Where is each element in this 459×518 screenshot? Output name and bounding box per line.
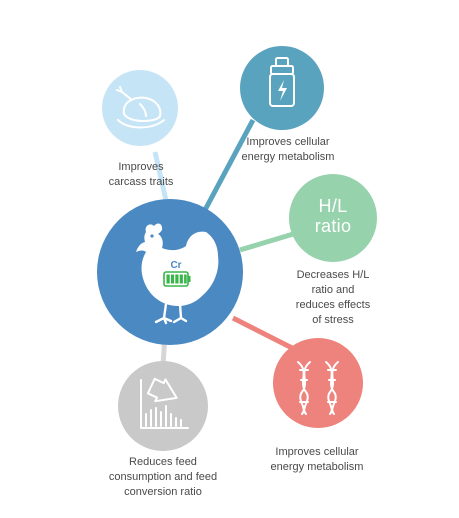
cr-badge: Cr [170,260,181,271]
connector-ratio [239,229,301,253]
battery-bottle-icon [269,57,295,107]
ratio-title-line1: H/L [318,196,348,216]
connector-metabolism-top [202,118,256,212]
declining-chart-icon [140,377,189,429]
chicken-icon: Cr [136,223,219,325]
dna-label: Improves cellular energy metabolism [270,446,364,473]
ratio-circle [289,174,377,262]
dna-icon [297,361,339,415]
ratio-title-line2: ratio [314,216,352,236]
feed-circle [118,361,208,451]
metabolism-top-label: Improves cellular energy metabolism [241,136,335,163]
ratio-label: Decreases H/L ratio and reduces effects … [295,269,371,326]
connector-dna [231,315,302,355]
dna-circle [273,338,363,428]
ratio-title: H/L ratio [293,196,373,236]
carcass-circle [102,70,178,146]
feed-label: Reduces feed consumption and feed conver… [108,456,218,498]
carcass-label: Improves carcass traits [108,161,174,188]
roast-chicken-icon [116,86,165,129]
